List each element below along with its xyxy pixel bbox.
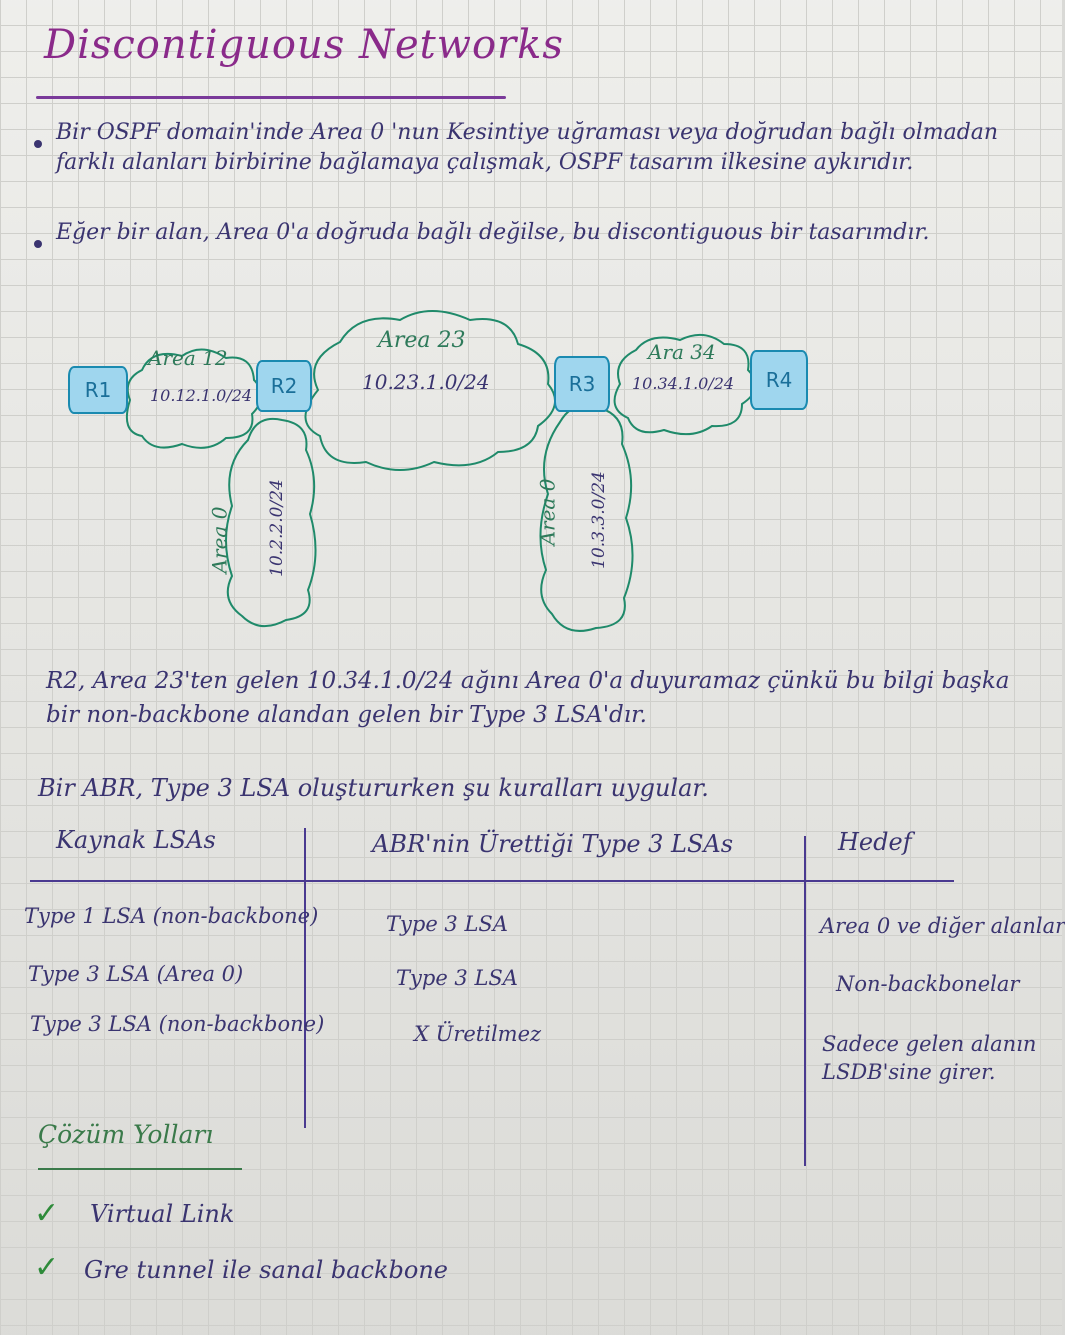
router-r2: R2 [256,360,312,412]
solutions-title: Çözüm Yolları [38,1120,214,1149]
cloud-label-area-23: Area 23 [378,328,466,353]
cloud-area-0-left [225,418,317,627]
bullet-text-2: Eğer bir alan, Area 0'a doğruda bağlı de… [56,220,930,245]
checkmark-icon: ✓ [34,1196,60,1231]
bullet-dot [34,240,42,248]
table-cell: Type 3 LSA [386,912,508,936]
page-title: Discontiguous Networks [44,22,564,68]
checkmark-icon: ✓ [34,1250,60,1285]
cloud-label-area-0-right: Area 0 [535,478,560,546]
solution-item: Virtual Link [90,1200,235,1228]
table-header-rule [30,880,954,882]
cloud-label-area-34: Ara 34 [648,340,716,364]
table-cell: Sadece gelen alanın LSDB'sine girer. [822,1032,1037,1084]
cloud-label-area-0-left: Area 0 [207,506,232,574]
bullet-text-1: Bir OSPF domain'inde Area 0 'nun Kesinti… [56,120,999,175]
abr-rule-text: Bir ABR, Type 3 LSA oluştururken şu kura… [38,774,709,802]
router-r1: R1 [68,366,128,414]
table-cell: Type 3 LSA (Area 0) [28,962,244,986]
table-cell: Type 3 LSA (non-backbone) [30,1012,325,1036]
network-label-10-23: 10.23.1.0/24 [362,370,490,394]
table-header-source: Kaynak LSAs [56,826,216,854]
network-label-10-12: 10.12.1.0/24 [150,386,253,405]
cloud-label-area-12: Area 12 [148,346,228,370]
table-cell: Type 1 LSA (non-backbone) [24,904,319,928]
table-col-divider-2 [804,836,806,1166]
table-cell: Area 0 ve diğer alanlar [820,914,1065,938]
table-cell: Non-backbonelar [836,972,1020,996]
table-col-divider-1 [304,828,306,1128]
table-cell: Type 3 LSA [396,966,518,990]
network-label-10-3: 10.3.3.0/24 [588,471,609,569]
table-cell: X Üretilmez [414,1022,542,1046]
network-label-10-34: 10.34.1.0/24 [632,374,735,393]
router-r3: R3 [554,356,610,412]
solution-item: Gre tunnel ile sanal backbone [84,1256,449,1284]
cloud-area-0-right [539,404,634,632]
table-header-target: Hedef [838,828,912,856]
network-label-10-2: 10.2.2.0/24 [266,479,287,577]
solutions-underline [38,1168,242,1170]
title-underline [36,96,506,99]
note-text: R2, Area 23'ten gelen 10.34.1.0/24 ağını… [46,668,1010,728]
table-header-produced: ABR'nin Ürettiği Type 3 LSAs [372,830,734,858]
bullet-dot [34,140,42,148]
router-r4: R4 [750,350,808,410]
